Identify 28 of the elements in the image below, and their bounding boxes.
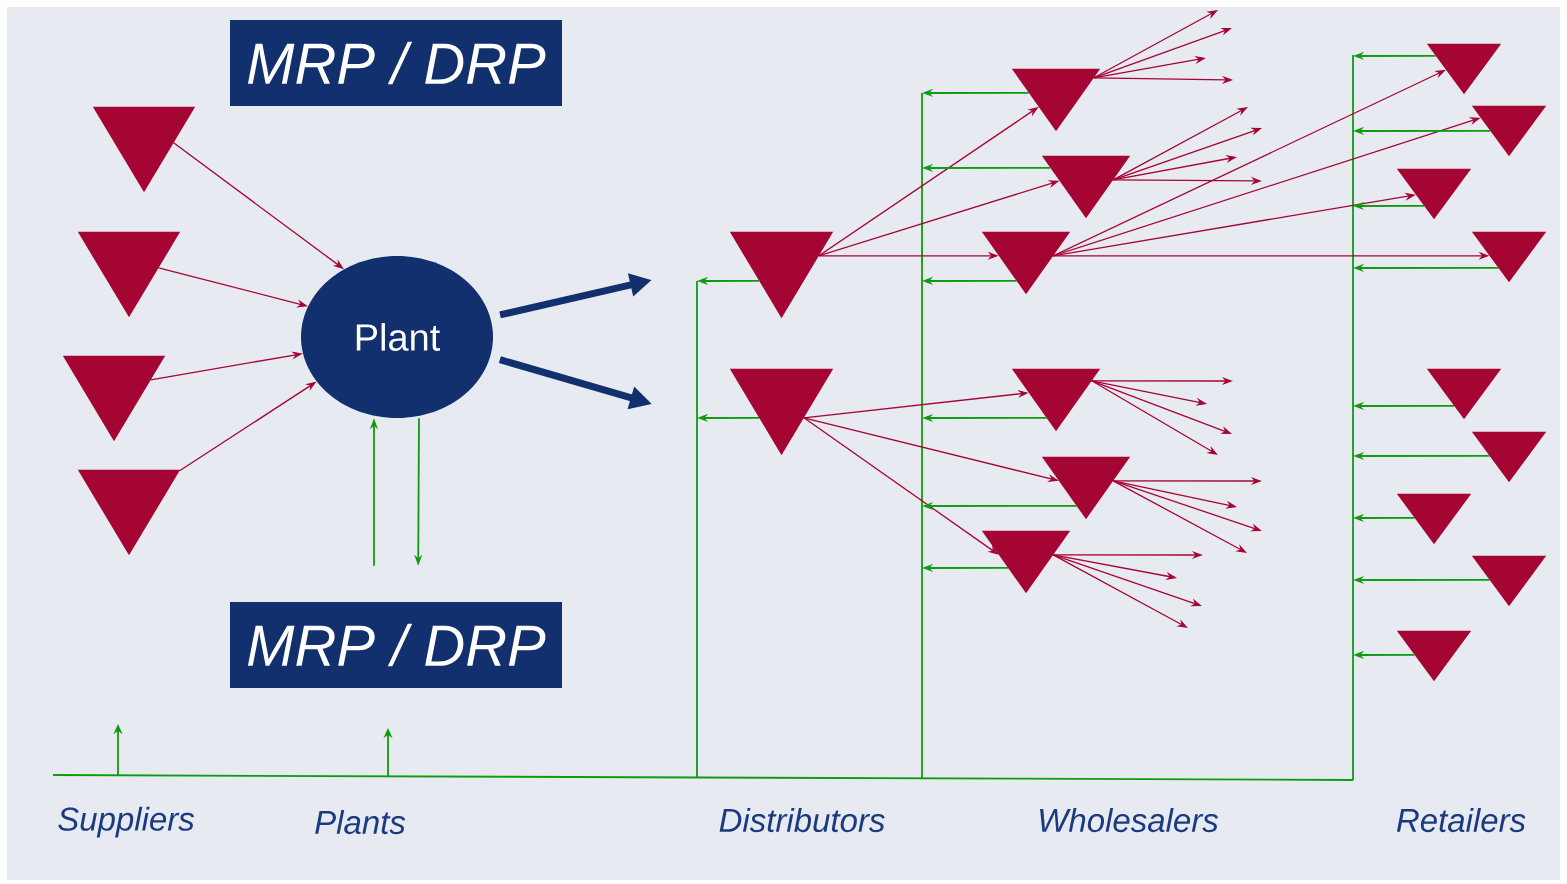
triangle: [1471, 555, 1547, 607]
title-box: MRP / DRP: [230, 20, 562, 106]
stage-label: Wholesalers: [1040, 807, 1219, 833]
stage-label: Distributors: [719, 807, 885, 833]
triangle: [62, 355, 166, 442]
triangle: [1471, 431, 1547, 483]
triangle: [1426, 43, 1502, 95]
triangle: [981, 530, 1071, 594]
triangle: [981, 231, 1071, 295]
stage-label: Retailers: [1396, 807, 1526, 833]
triangle: [1011, 68, 1101, 132]
triangle: [1471, 105, 1547, 157]
triangle: [92, 106, 196, 193]
triangle: [1396, 630, 1472, 682]
triangle: [1396, 493, 1472, 545]
triangle: [1396, 168, 1472, 220]
triangle: [1041, 155, 1131, 219]
triangle: [729, 368, 834, 456]
triangle: [1041, 456, 1131, 520]
triangle: [1011, 368, 1101, 432]
triangle: [77, 469, 181, 556]
stage-label: Suppliers: [58, 806, 195, 838]
triangle: [77, 231, 181, 318]
triangle: [1471, 231, 1547, 283]
title-box: MRP / DRP: [230, 602, 562, 688]
triangle: [1426, 368, 1502, 420]
stage-label: Plants: [315, 809, 406, 835]
triangle: [729, 231, 834, 319]
